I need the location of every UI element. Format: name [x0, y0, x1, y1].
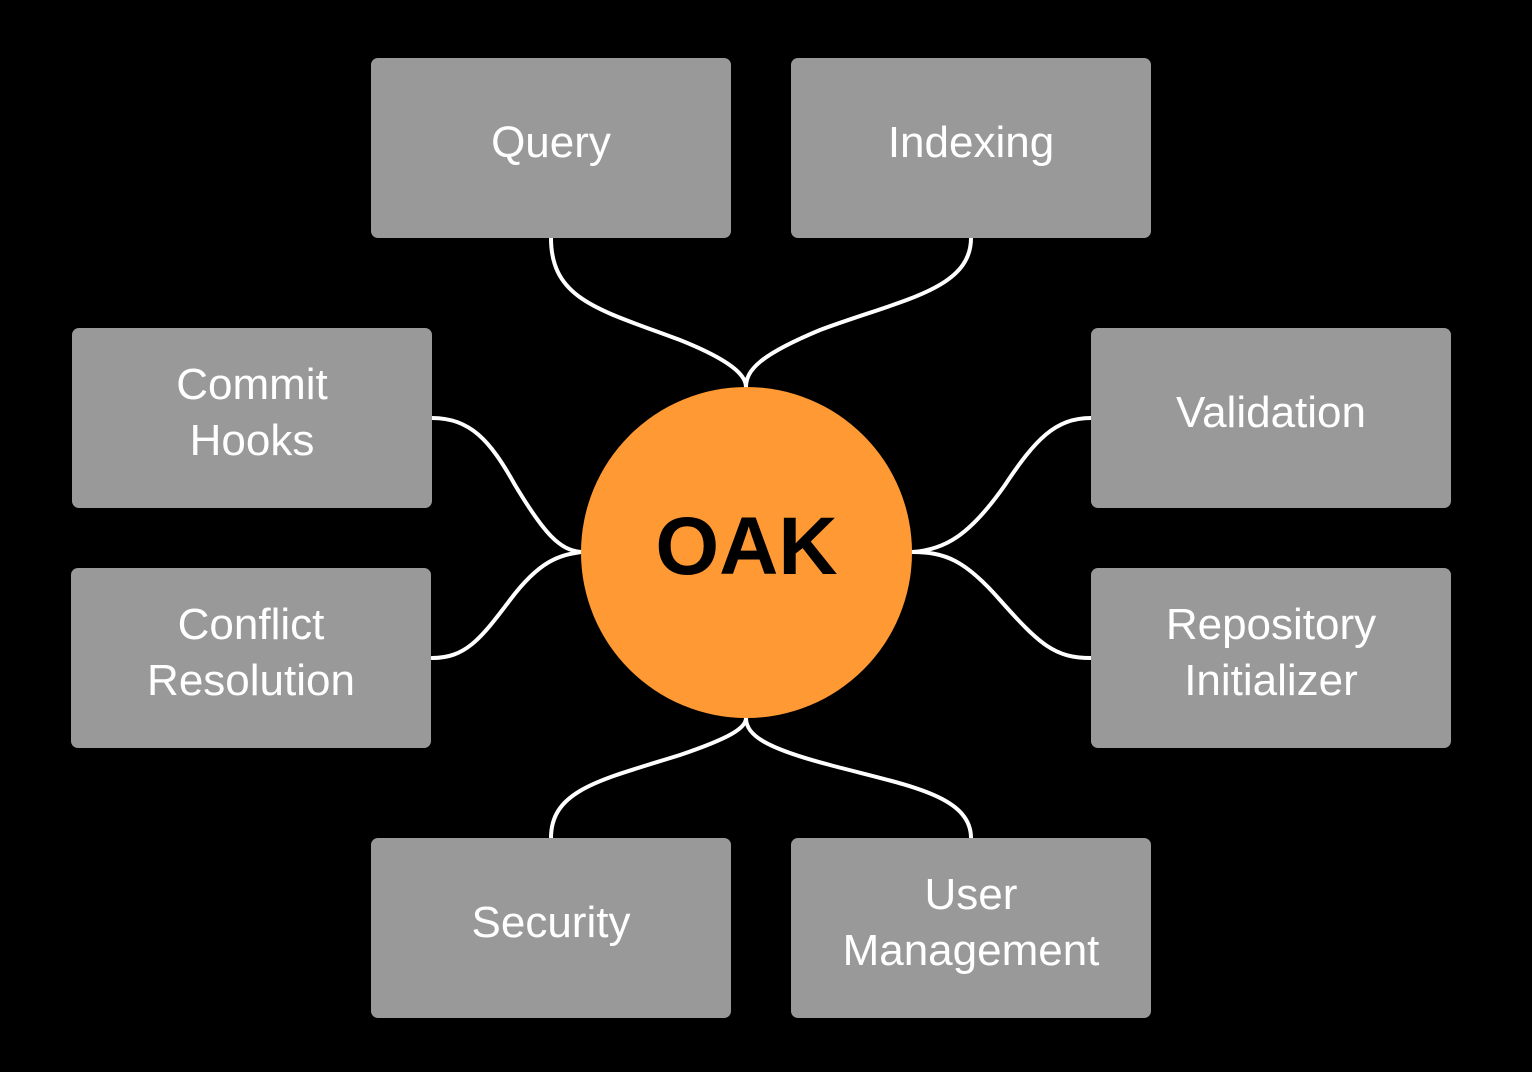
node-label: Indexing [887, 118, 1055, 167]
node-indexing: Indexing [791, 58, 1151, 238]
connector-query [549, 236, 748, 389]
node-label: Validation [1176, 388, 1366, 437]
connector-security [549, 716, 748, 840]
center-node-label: OAK [655, 500, 838, 592]
connector-conflict-resolution [430, 550, 583, 660]
node-label: Query [491, 118, 611, 167]
node-label: Security [471, 898, 631, 947]
connector-validation [910, 416, 1093, 554]
center-node-oak: OAK [581, 387, 912, 718]
node-query: Query [371, 58, 731, 238]
connector-indexing [744, 236, 973, 389]
connector-commit-hooks [430, 416, 583, 554]
node-validation: Validation [1091, 328, 1451, 508]
node-security: Security [371, 838, 731, 1018]
connector-user-management [744, 716, 973, 840]
connector-repository-initializer [910, 550, 1093, 660]
